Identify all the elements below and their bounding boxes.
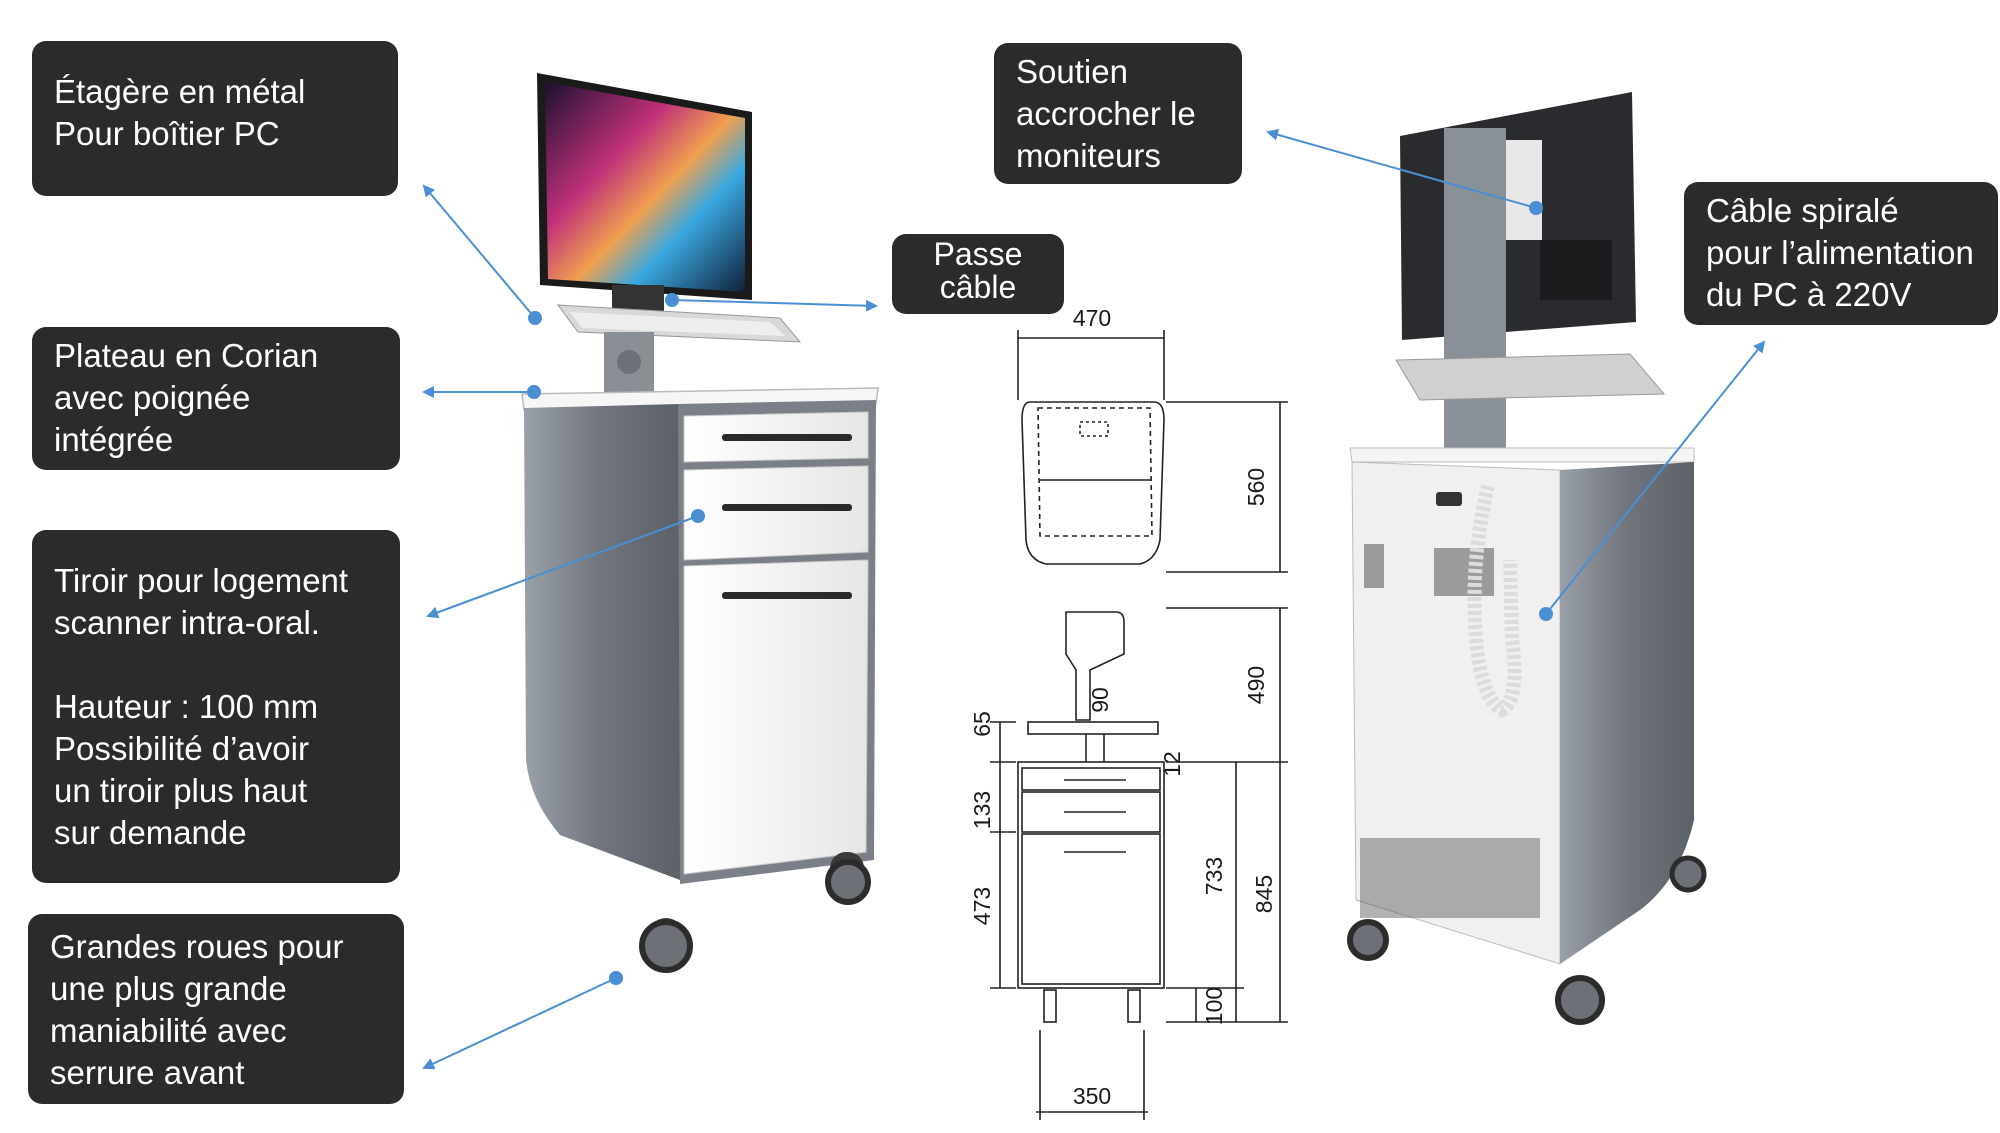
dim-cabinet-height: 733	[1201, 857, 1227, 895]
dim-top-depth: 560	[1243, 468, 1269, 506]
rear-mast	[1444, 128, 1506, 460]
wheels	[639, 852, 871, 973]
drawer-2	[683, 465, 869, 561]
callout-spiral-cable: Câble spiralé pour l’alimentation du PC …	[1684, 182, 1998, 325]
rear-shelf	[1395, 353, 1666, 401]
arrow-drawer	[426, 515, 699, 619]
dim-wheel-height: 100	[1201, 987, 1227, 1025]
dim-lower-height: 473	[969, 887, 995, 925]
arrow-cable-pass	[671, 299, 878, 312]
callout-drawer: Tiroir pour logement scanner intra-oral.…	[32, 530, 400, 883]
rear-cart-photo	[1347, 92, 1707, 1025]
cabinet-side	[524, 404, 680, 880]
callout-monitor-support: Soutien accrocher le moniteurs	[994, 43, 1242, 184]
arrow-wheels	[422, 977, 617, 1070]
arrow-metal-shelf	[422, 184, 536, 319]
dim-drawer-height: 133	[969, 791, 995, 829]
callout-corian-tray: Plateau en Corian avec poignée intégrée	[32, 327, 400, 470]
dim-base-width: 350	[1073, 1083, 1111, 1109]
dim-offset: 12	[1159, 751, 1185, 777]
keyboard-shelf	[556, 304, 802, 343]
technical-drawing	[990, 330, 1288, 1120]
dim-mast-width: 90	[1087, 687, 1113, 713]
monitor	[537, 73, 752, 313]
dim-mast-height: 490	[1243, 666, 1269, 704]
callout-cable-pass: Passe câble	[892, 234, 1064, 314]
dimension-labels: 470 560 490 90 65 12 133 473 733 845 100…	[969, 305, 1277, 1109]
dim-total-height: 845	[1251, 875, 1277, 913]
door	[683, 559, 869, 875]
front-cart-photo	[521, 73, 879, 973]
callout-wheels: Grandes roues pour une plus grande mania…	[28, 914, 404, 1104]
callout-metal-shelf: Étagère en métal Pour boîtier PC	[32, 41, 398, 196]
arrow-spiral-cable	[1545, 340, 1766, 615]
rear-side	[1560, 462, 1694, 964]
arrow-monitor-support	[1266, 128, 1537, 209]
spiral-cable	[1467, 484, 1522, 718]
dim-top-width: 470	[1073, 305, 1111, 331]
callout-arrows	[422, 128, 1766, 1070]
dim-tray-thickness: 65	[969, 711, 995, 737]
